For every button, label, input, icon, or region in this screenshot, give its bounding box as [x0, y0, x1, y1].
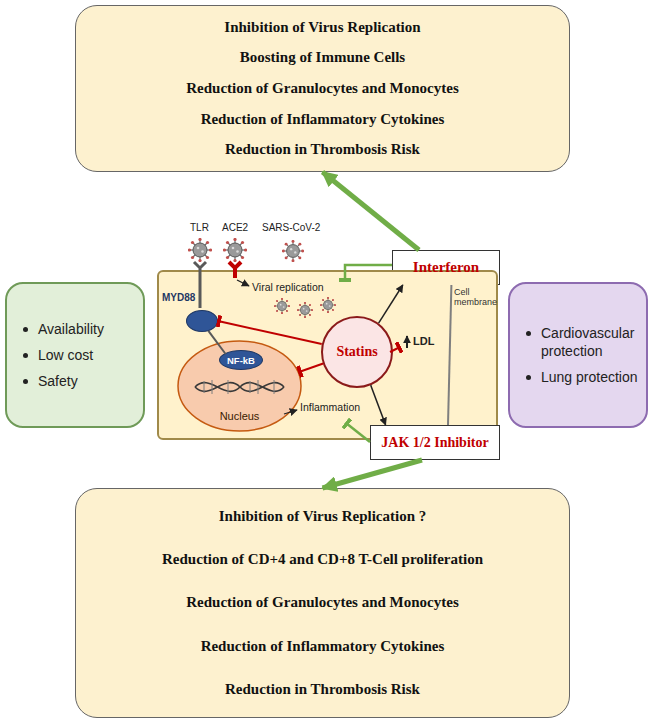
connector — [208, 331, 225, 354]
effect-text: Inhibition of Virus Replication — [224, 19, 420, 36]
diagram-label: TLR — [190, 222, 209, 233]
bullet-row: Safety — [23, 372, 135, 390]
ace2-receptor — [229, 262, 241, 278]
bullet-text: Cardiovascular protection — [541, 324, 638, 360]
membrane-label: Cell membrane — [454, 288, 498, 308]
label-holder: ACE2 — [222, 222, 248, 233]
increase-arrow — [406, 336, 408, 348]
effect-text: Reduction of Inflammatory Cytokines — [201, 111, 445, 128]
effect-text: Reduction of Inflammatory Cytokines — [201, 638, 445, 655]
label-holder: TLR — [190, 222, 209, 233]
node-myd: MYD88 — [162, 292, 220, 334]
connector — [379, 285, 403, 323]
bullet-dot — [23, 327, 28, 332]
effect-text: Boosting of Immune Cells — [240, 49, 405, 66]
dna-strand — [195, 383, 284, 392]
diagram-label: SARS-CoV-2 — [262, 222, 320, 233]
virus-particle — [188, 238, 212, 262]
bullet-text: Lung protection — [541, 368, 638, 386]
effect-text: Reduction of CD+4 and CD+8 T-Cell prolif… — [162, 551, 483, 568]
protein-ellipse — [186, 310, 218, 332]
label-holder: Cell membrane — [454, 288, 498, 308]
label-holder: Viral replication — [252, 282, 324, 294]
node-cell: Cell membrane MYD88Nucleus NF-kB Statins — [157, 270, 498, 440]
node-big: Inhibition of Virus ReplicationBoosting … — [75, 5, 570, 172]
label-holder: Nucleus — [177, 410, 302, 422]
ldl-inhibition-line — [390, 347, 400, 352]
node-nfkb: NF-kB — [219, 350, 263, 370]
effect-text: Reduction in Thrombosis Risk — [225, 141, 420, 158]
connector — [323, 460, 423, 488]
virus-particle — [297, 302, 313, 318]
effect-text: Reduction of Granulocytes and Monocytes — [186, 594, 459, 611]
diagram-label: Inflammation — [300, 402, 360, 414]
bullet-row: Availability — [23, 320, 135, 338]
bullet-dot — [23, 353, 28, 358]
drug-name: JAK 1/2 Inhibitor — [381, 435, 488, 451]
effect-text: Reduction of Granulocytes and Monocytes — [186, 80, 459, 97]
diagram-label: ACE2 — [222, 222, 248, 233]
bullet-text: Safety — [38, 372, 78, 390]
protein-label: NF-kB — [227, 355, 255, 366]
drug-name: Interferon — [413, 259, 479, 276]
inflammation-arrow — [284, 410, 297, 414]
bullet-dot — [23, 379, 28, 384]
bullet-row: Lung protection — [526, 368, 638, 386]
bullet-row: Low cost — [23, 346, 135, 364]
tlr-receptor — [194, 262, 206, 308]
label-holder: SARS-CoV-2 — [262, 222, 320, 233]
virus-particle — [274, 298, 290, 314]
jak-inhibition-line — [346, 423, 370, 442]
label-holder: LDL — [413, 335, 434, 347]
connector — [218, 321, 322, 344]
diagram-label: Viral replication — [252, 282, 324, 294]
connector — [323, 172, 420, 250]
nucleus-shape — [178, 341, 301, 431]
virus-particle — [282, 240, 304, 262]
virus-particle — [320, 297, 336, 313]
connector — [299, 364, 323, 372]
bullet-text: Low cost — [38, 346, 93, 364]
bullet-row: Cardiovascular protection — [526, 324, 638, 360]
dna-strand — [195, 383, 284, 392]
node-bul: Cardiovascular protectionLung protection — [508, 282, 648, 428]
node-stat: Statins — [321, 316, 393, 388]
connector — [371, 385, 386, 425]
effect-text: Inhibition of Virus Replication ? — [219, 508, 427, 525]
bullet-text: Availability — [38, 320, 104, 338]
node-big: Inhibition of Virus Replication ? Reducti… — [75, 488, 570, 718]
protein-label: MYD88 — [162, 292, 220, 303]
replication-arrow — [237, 280, 249, 286]
bullet-dot — [526, 375, 531, 380]
connector — [448, 285, 451, 425]
nucleus-label: Nucleus — [177, 410, 302, 422]
bullet-dot — [526, 331, 531, 336]
drug-name: Statins — [336, 344, 377, 360]
node-bul: AvailabilityLow costSafety — [5, 282, 145, 428]
dna-rungs — [204, 380, 274, 394]
diagram-label: LDL — [413, 335, 434, 347]
effect-text: Reduction in Thrombosis Risk — [225, 681, 420, 698]
node-nuc: Nucleus NF-kB — [177, 340, 302, 432]
label-holder: Inflammation — [300, 402, 360, 414]
node-red: JAK 1/2 Inhibitor — [370, 425, 500, 460]
interferon-inhibition-line — [345, 265, 392, 281]
virus-particle — [223, 238, 247, 262]
